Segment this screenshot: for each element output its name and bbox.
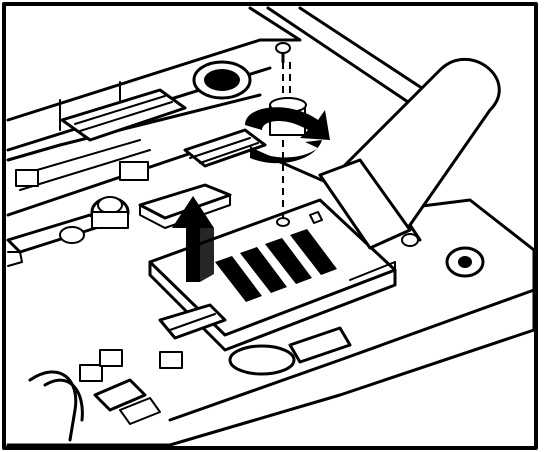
ribbon-connector [60, 88, 187, 142]
mounting-screw [269, 42, 307, 227]
round-knob [192, 60, 252, 100]
lift-direction-arrow [172, 196, 214, 282]
chip-upper [183, 128, 267, 168]
chip-left [6, 213, 107, 267]
board-slot-group [215, 229, 337, 302]
small-component [15, 161, 149, 187]
bottom-left-parts [28, 349, 183, 442]
chip-center [138, 183, 232, 229]
lower-connector [158, 303, 352, 376]
standoff-right [445, 246, 485, 278]
figure-frame [2, 2, 538, 450]
rotation-arrow [245, 107, 330, 164]
capacitor [90, 196, 130, 229]
mounting-bracket [318, 158, 419, 286]
